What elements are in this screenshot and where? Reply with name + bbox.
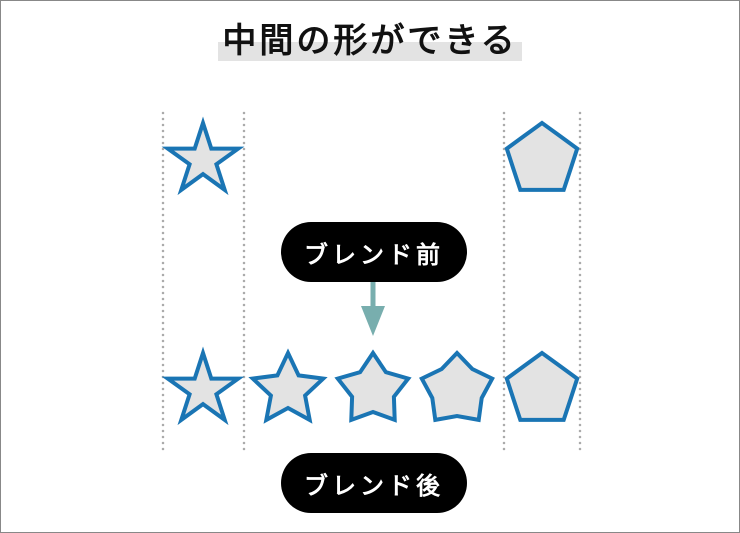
label-after-blend: ブレンド後 [281,453,467,513]
down-arrow-icon [361,306,385,336]
blended-shape-5 [504,350,580,422]
title: 中間の形ができる [1,19,739,63]
label-before-blend: ブレンド前 [281,222,467,282]
blended-shape-1 [161,346,245,426]
source-pentagon [504,120,580,192]
blended-shape-4 [419,350,495,423]
blended-shape-3 [334,349,412,423]
blended-shape-2 [248,348,328,424]
source-star [161,116,245,196]
title-text: 中間の形ができる [218,19,522,63]
